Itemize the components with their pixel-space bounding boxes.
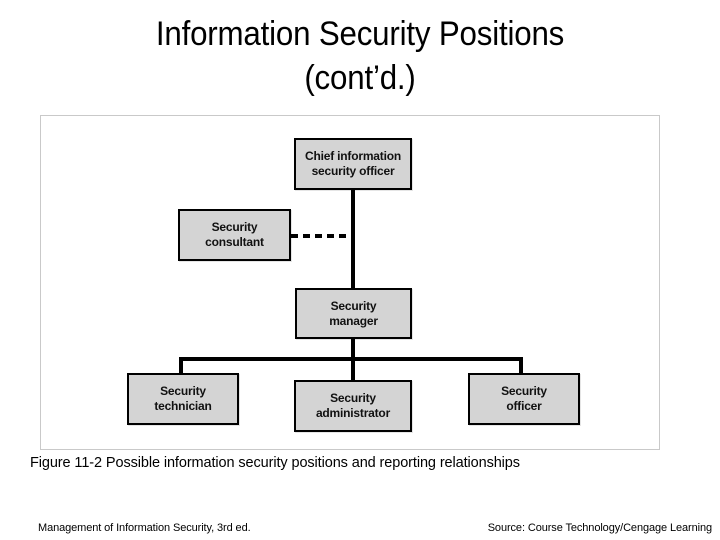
figure-frame: Chief information security officer Secur… <box>40 115 660 450</box>
node-security-officer[interactable]: Security officer <box>468 373 580 425</box>
figure-caption: Figure 11-2 Possible information securit… <box>30 455 520 471</box>
connector-dashed-consultant-to-ciso <box>291 234 353 238</box>
node-security-consultant[interactable]: Security consultant <box>178 209 291 261</box>
node-security-manager[interactable]: Security manager <box>295 288 412 339</box>
connector-manager-to-bar <box>351 339 355 361</box>
connector-drop-officer <box>519 357 523 375</box>
connector-ciso-to-manager <box>351 190 355 288</box>
node-security-administrator[interactable]: Security administrator <box>294 380 412 432</box>
node-security-technician[interactable]: Security technician <box>127 373 239 425</box>
connector-drop-administrator <box>351 357 355 382</box>
node-chief-information-security-officer[interactable]: Chief information security officer <box>294 138 412 190</box>
footer-source-credit: Source: Course Technology/Cengage Learni… <box>487 522 712 534</box>
connector-drop-technician <box>179 357 183 375</box>
org-chart-diagram: Chief information security officer Secur… <box>41 116 661 451</box>
page-title: Information Security Positions (cont’d.) <box>155 15 565 97</box>
footer-book-title: Management of Information Security, 3rd … <box>38 522 251 534</box>
